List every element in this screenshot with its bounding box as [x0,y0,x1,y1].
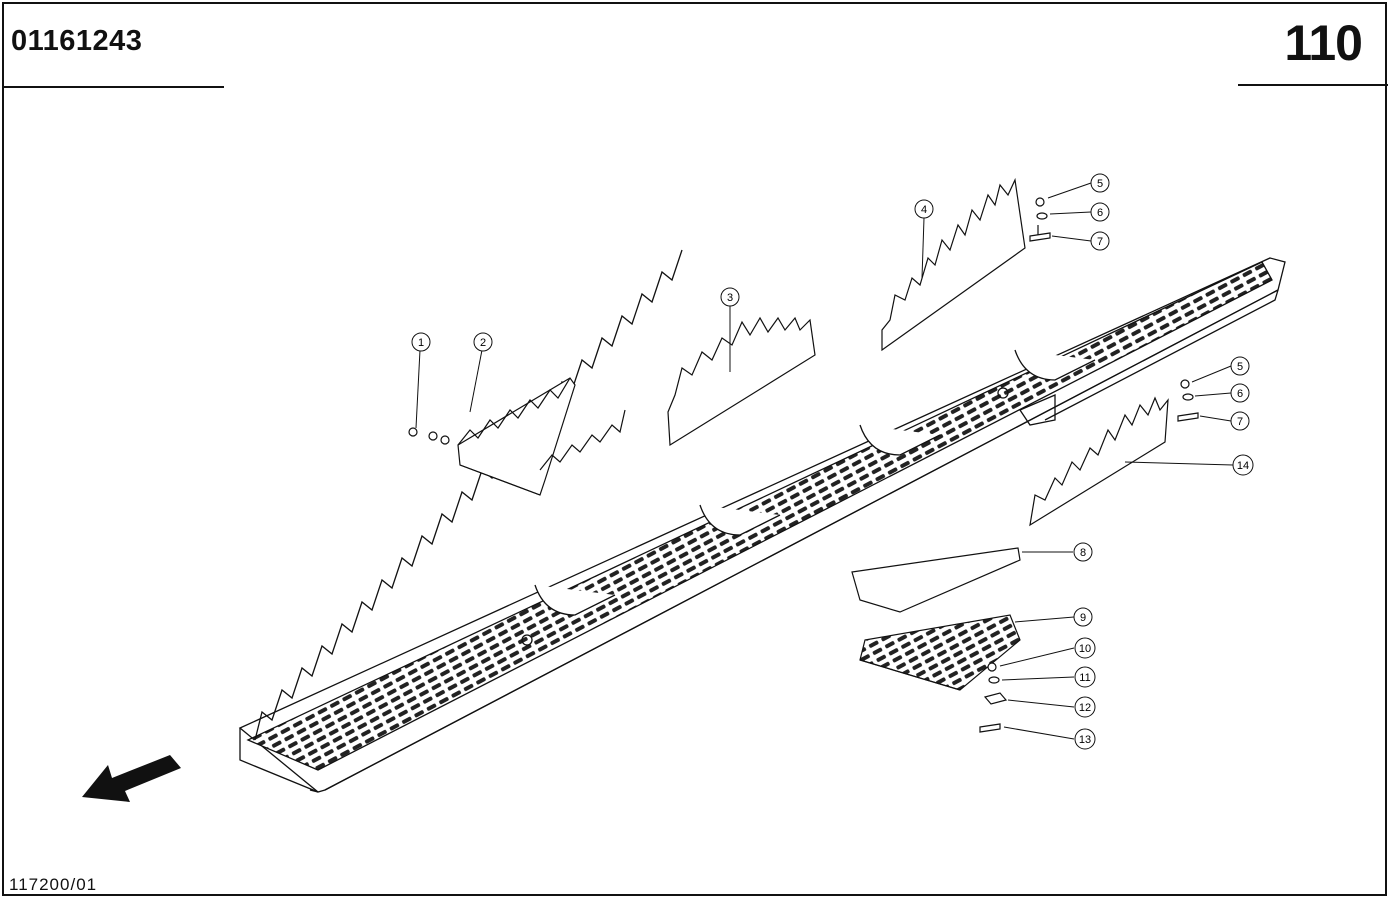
svg-text:7: 7 [1097,236,1103,248]
svg-text:1: 1 [418,337,424,349]
hardware-lower [1177,379,1199,422]
svg-text:3: 3 [727,292,733,304]
callout-3: 3 [720,287,740,307]
callout-11: 11 [1074,666,1096,688]
svg-text:7: 7 [1237,416,1243,428]
callout-7-lower: 7 [1230,411,1250,431]
svg-text:13: 13 [1079,734,1091,746]
callout-12: 12 [1074,696,1096,718]
main-conveyor-assembly [238,249,1286,793]
svg-text:12: 12 [1079,702,1091,714]
svg-text:5: 5 [1237,361,1243,373]
callout-6-upper: 6 [1090,202,1110,222]
svg-text:2: 2 [480,337,486,349]
part-8-9-grates [851,547,1021,691]
header-rule-left [2,86,224,88]
header-rule-right [1238,84,1388,86]
part-14-plate [1029,396,1169,527]
part-number: 01161243 [11,25,143,57]
callout-13: 13 [1074,728,1096,750]
svg-text:14: 14 [1237,460,1249,472]
hardware-10-13 [979,662,1008,733]
page-number: 110 [1284,15,1363,71]
svg-text:6: 6 [1237,388,1243,400]
callout-5-lower: 5 [1230,356,1250,376]
callout-6-lower: 6 [1230,383,1250,403]
callout-4: 4 [914,199,934,219]
direction-arrow-icon [82,755,181,802]
part-4-plate [881,177,1026,352]
svg-text:8: 8 [1080,547,1086,559]
callout-5-upper: 5 [1090,173,1110,193]
callout-8: 8 [1073,542,1093,562]
leader-lines [415,182,1234,740]
svg-text:11: 11 [1079,672,1090,684]
part-1-2-bracket [408,377,626,496]
svg-text:10: 10 [1079,643,1091,655]
svg-text:6: 6 [1097,207,1103,219]
callout-2: 2 [473,332,493,352]
callout-10: 10 [1074,637,1096,659]
callout-7-upper: 7 [1090,231,1110,251]
svg-text:9: 9 [1080,612,1086,624]
svg-text:4: 4 [921,204,927,216]
part-3-plate [667,316,816,447]
svg-text:5: 5 [1097,178,1103,190]
hardware-upper [1029,197,1051,242]
callout-1: 1 [411,332,431,352]
drawing-reference: 117200/01 [9,875,98,894]
callout-14: 14 [1232,454,1254,476]
callout-9: 9 [1073,607,1093,627]
